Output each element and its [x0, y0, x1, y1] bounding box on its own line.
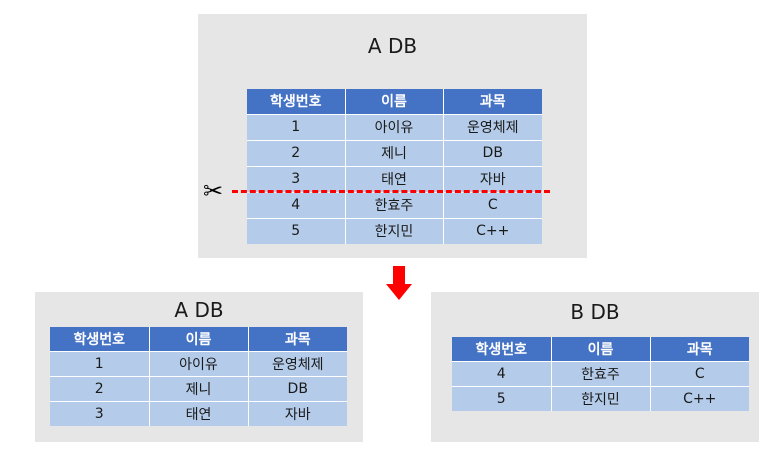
column-header: 이름 — [149, 327, 249, 352]
column-header: 과목 — [650, 337, 749, 362]
table-cell: 5 — [247, 218, 346, 244]
split-b-db-table: 학생번호 이름 과목 4 한효주 C 5 한지민 C++ — [452, 337, 749, 411]
table-row: 3 태연 자바 — [50, 401, 347, 426]
table-header-row: 학생번호 이름 과목 — [452, 337, 749, 362]
table-row: 5 한지민 C++ — [247, 218, 542, 244]
table-row: 5 한지민 C++ — [452, 386, 749, 411]
cut-line — [232, 190, 550, 193]
table-row: 1 아이유 운영체제 — [247, 114, 542, 141]
table-cell: 태연 — [149, 401, 249, 426]
table-cell: 운영체제 — [443, 114, 542, 141]
table-cell: 아이유 — [149, 351, 249, 377]
table-cell: 한지민 — [551, 386, 651, 411]
table-row: 4 한효주 C — [452, 361, 749, 387]
table-cell: DB — [443, 140, 542, 167]
table-cell: 3 — [247, 166, 346, 193]
column-header: 이름 — [551, 337, 651, 362]
split-b-db-title: B DB — [570, 300, 620, 324]
table-cell: 4 — [247, 192, 346, 219]
column-header: 학생번호 — [50, 327, 150, 352]
column-header: 학생번호 — [247, 89, 346, 115]
table-cell: 한효주 — [345, 192, 444, 219]
table-cell: 2 — [50, 376, 150, 402]
split-a-db-table: 학생번호 이름 과목 1 아이유 운영체제 2 제니 DB 3 태연 자바 — [50, 327, 347, 426]
table-cell: 한지민 — [345, 218, 444, 244]
table-row: 3 태연 자바 — [247, 166, 542, 193]
table-cell: 제니 — [345, 140, 444, 167]
arrow-down-icon — [386, 266, 412, 300]
table-cell: 5 — [452, 386, 552, 411]
table-cell: C — [650, 361, 749, 387]
table-cell: 자바 — [248, 401, 347, 426]
table-cell: 2 — [247, 140, 346, 167]
table-cell: 태연 — [345, 166, 444, 193]
column-header: 이름 — [345, 89, 444, 115]
table-cell: DB — [248, 376, 347, 402]
table-row: 1 아이유 운영체제 — [50, 351, 347, 377]
table-cell: C++ — [650, 386, 749, 411]
split-a-db-panel: A DB 학생번호 이름 과목 1 아이유 운영체제 2 제니 DB 3 태연 … — [35, 292, 363, 442]
table-cell: C — [443, 192, 542, 219]
table-row: 2 제니 DB — [50, 376, 347, 402]
table-cell: 3 — [50, 401, 150, 426]
table-cell: 1 — [50, 351, 150, 377]
table-cell: 아이유 — [345, 114, 444, 141]
table-cell: 4 — [452, 361, 552, 387]
table-cell: 운영체제 — [248, 351, 347, 377]
column-header: 학생번호 — [452, 337, 552, 362]
source-db-table: 학생번호 이름 과목 1 아이유 운영체제 2 제니 DB 3 태연 자바 4 … — [247, 89, 542, 244]
table-header-row: 학생번호 이름 과목 — [247, 89, 542, 115]
scissors-icon: ✂ — [203, 177, 224, 205]
column-header: 과목 — [248, 327, 347, 352]
table-header-row: 학생번호 이름 과목 — [50, 327, 347, 352]
table-cell: 제니 — [149, 376, 249, 402]
split-a-db-title: A DB — [174, 298, 224, 322]
split-b-db-panel: B DB 학생번호 이름 과목 4 한효주 C 5 한지민 C++ — [431, 292, 759, 442]
table-row: 4 한효주 C — [247, 192, 542, 219]
table-cell: 자바 — [443, 166, 542, 193]
source-db-title: A DB — [367, 34, 418, 58]
table-cell: C++ — [443, 218, 542, 244]
column-header: 과목 — [443, 89, 542, 115]
table-row: 2 제니 DB — [247, 140, 542, 167]
source-db-panel: A DB 학생번호 이름 과목 1 아이유 운영체제 2 제니 DB 3 태연 … — [198, 14, 587, 258]
table-cell: 한효주 — [551, 361, 651, 387]
table-cell: 1 — [247, 114, 346, 141]
